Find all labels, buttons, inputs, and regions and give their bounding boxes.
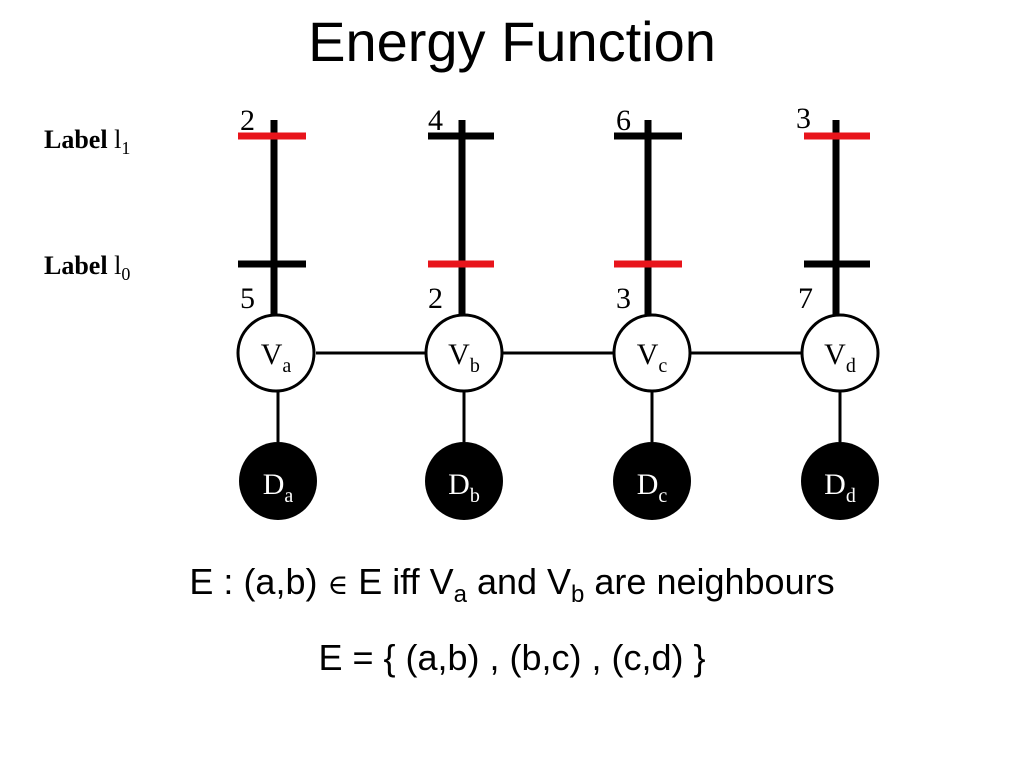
cost-l0-b: 2	[428, 282, 443, 315]
column-a: 2 5 Va Da	[236, 104, 317, 520]
data-node-a	[239, 442, 317, 520]
slide-title: Energy Function	[308, 10, 716, 73]
variable-node-b	[424, 313, 504, 393]
neighbour-definition: E : (a,b) ∈ E iff Va and Vb are neighbou…	[189, 561, 835, 608]
data-node-b	[425, 442, 503, 520]
cost-l0-a: 5	[240, 282, 255, 315]
variable-node-a	[236, 313, 316, 393]
variable-label-b: Vb	[448, 338, 480, 377]
data-node-d	[801, 442, 879, 520]
label-l1-text: Label l1	[44, 125, 130, 158]
column-c: 6 3 Vc Dc	[612, 104, 692, 520]
variable-label-c: Vc	[637, 338, 668, 377]
cost-l1-d: 3	[796, 102, 811, 135]
variable-label-d: Vd	[824, 338, 856, 377]
variable-label-a: Va	[261, 338, 292, 377]
cost-l0-d: 7	[798, 282, 813, 315]
data-label-d: Dd	[824, 468, 856, 507]
data-label-b: Db	[448, 468, 480, 507]
data-label-a: Da	[263, 468, 294, 507]
edge-set: E = { (a,b) , (b,c) , (c,d) }	[318, 637, 706, 678]
data-label-c: Dc	[637, 468, 668, 507]
variable-node-d	[800, 313, 880, 393]
cost-l1-a: 2	[240, 104, 255, 137]
variable-node-c	[612, 313, 692, 393]
data-node-c	[613, 442, 691, 520]
cost-l0-c: 3	[616, 282, 631, 315]
label-l0-text: Label l0	[44, 251, 130, 284]
column-d: 3 7 Vd Dd	[796, 102, 880, 520]
element-of-symbol: ∈	[327, 568, 349, 601]
cost-l1-c: 6	[616, 104, 631, 137]
cost-l1-b: 4	[428, 104, 443, 137]
column-b: 4 2 Vb Db	[424, 104, 504, 520]
